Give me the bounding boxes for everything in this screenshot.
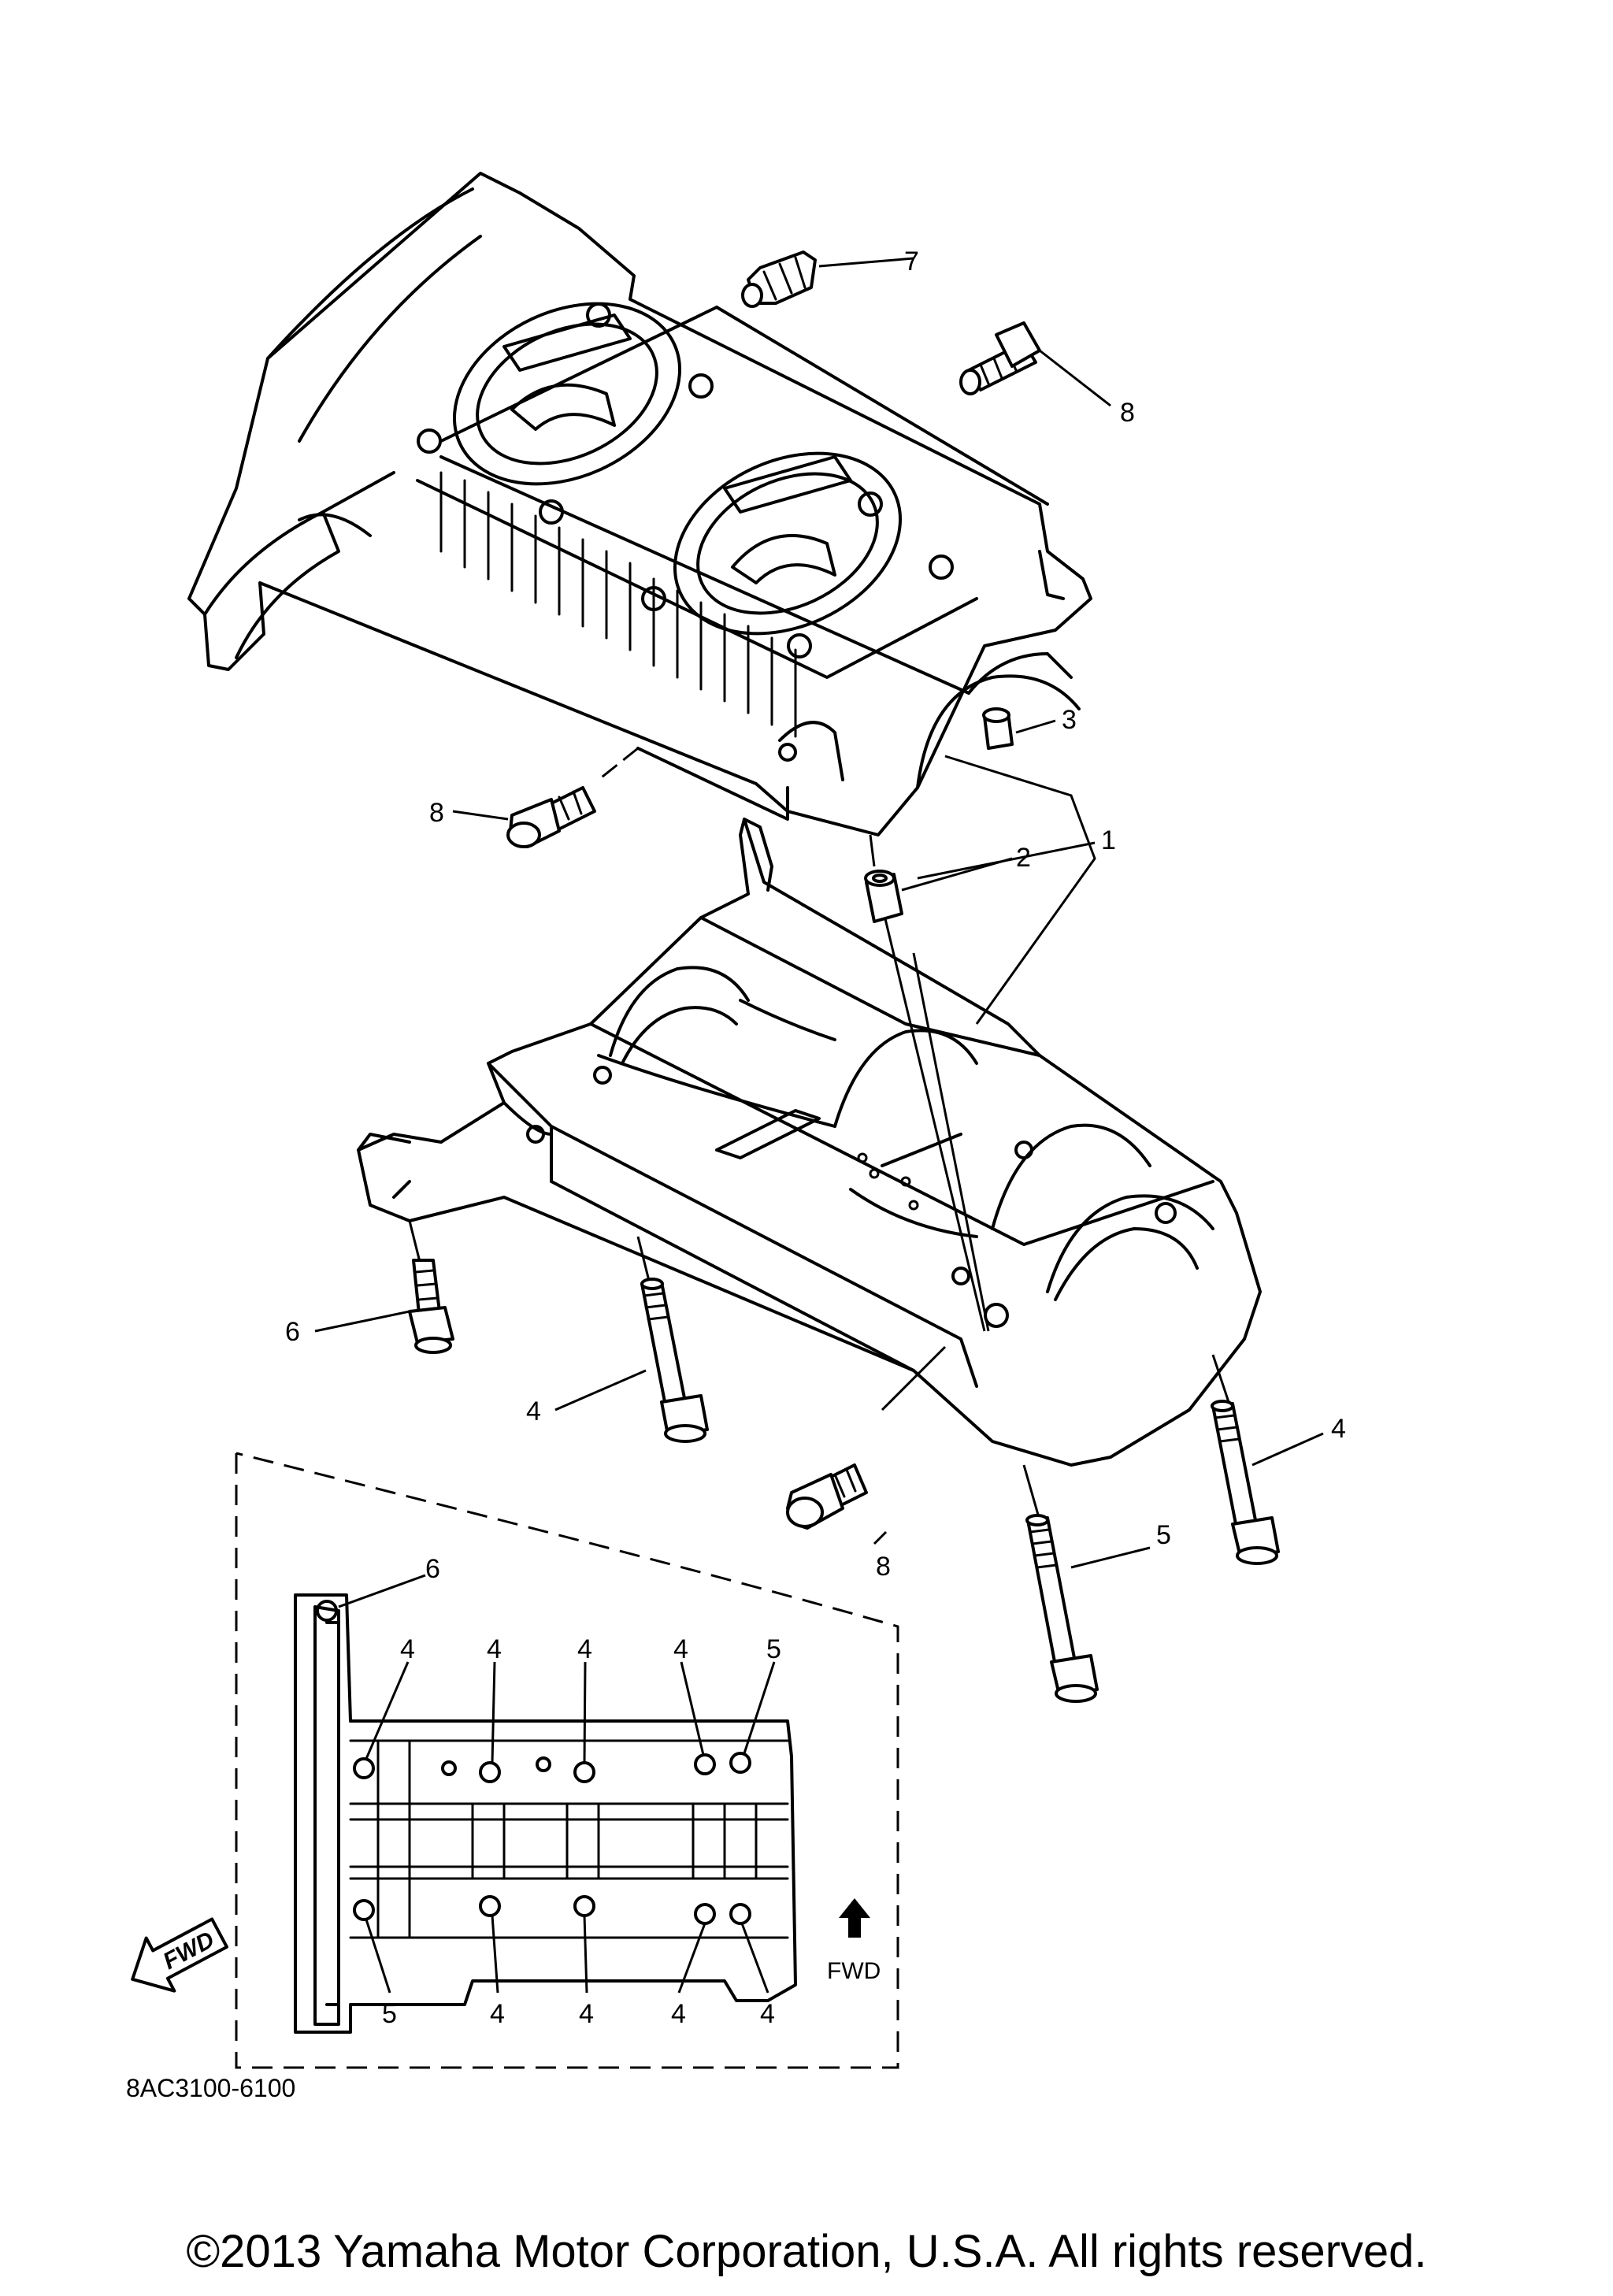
lower-crankcase <box>357 818 1262 1467</box>
part-4-bolt-right <box>1211 1400 1280 1565</box>
inset-callout-6: 6 <box>425 1554 440 1584</box>
callout-6: 6 <box>285 1317 300 1347</box>
part-7-plug <box>741 250 817 308</box>
fwd-badge-icon: FWD <box>131 1917 228 1993</box>
callout-8-bottom: 8 <box>876 1552 891 1582</box>
inset-callout-5-bottom: 5 <box>382 1999 397 2029</box>
callout-8-left: 8 <box>429 798 444 828</box>
part-2-collar <box>864 870 903 923</box>
copyright-notice: ©2013 Yamaha Motor Corporation, U.S.A. A… <box>186 2226 1427 2277</box>
callout-2: 2 <box>1016 843 1031 873</box>
bottom-view-inset: 6 4 4 4 4 5 5 4 4 4 4 FWD FWD <box>131 1452 899 2069</box>
callout-8-top: 8 <box>1120 398 1135 428</box>
part-8-bolt-bottom <box>786 1463 868 1530</box>
fwd-arrow-up-icon <box>839 1898 870 1938</box>
drawing-code: 8AC3100-6100 <box>126 2074 295 2102</box>
callout-1: 1 <box>1101 825 1116 855</box>
callout-7: 7 <box>904 247 919 276</box>
inset-callout-4-f: 4 <box>579 1999 594 2029</box>
inset-callout-4-b: 4 <box>487 1634 502 1664</box>
part-8-bolt-top <box>959 321 1041 395</box>
inset-callout-4-a: 4 <box>400 1634 415 1664</box>
part-8-bolt-left <box>506 786 596 848</box>
callout-numbers: 7 8 3 2 1 8 6 4 8 5 4 <box>285 247 1346 1582</box>
callout-3: 3 <box>1062 705 1077 735</box>
part-4-bolt-left <box>640 1278 709 1443</box>
inset-callout-4-g: 4 <box>671 1999 686 2029</box>
fwd-label: FWD <box>827 1958 881 1984</box>
part-5-bolt <box>1025 1514 1099 1703</box>
part-3-dowel <box>982 707 1014 750</box>
callout-4-right: 4 <box>1331 1414 1346 1444</box>
inset-callout-4-h: 4 <box>760 1999 775 2029</box>
inset-callout-4-d: 4 <box>673 1634 688 1664</box>
inset-callout-4-c: 4 <box>577 1634 592 1664</box>
inset-callout-5-top: 5 <box>766 1634 781 1664</box>
part-6-bolt <box>408 1259 454 1354</box>
callout-5: 5 <box>1156 1520 1171 1550</box>
callout-leaders <box>314 257 1324 1569</box>
callout-4-left: 4 <box>526 1397 541 1426</box>
upper-crankcase <box>187 172 1092 836</box>
inset-callout-4-e: 4 <box>490 1999 505 2029</box>
alignment-lines <box>408 747 1230 1521</box>
